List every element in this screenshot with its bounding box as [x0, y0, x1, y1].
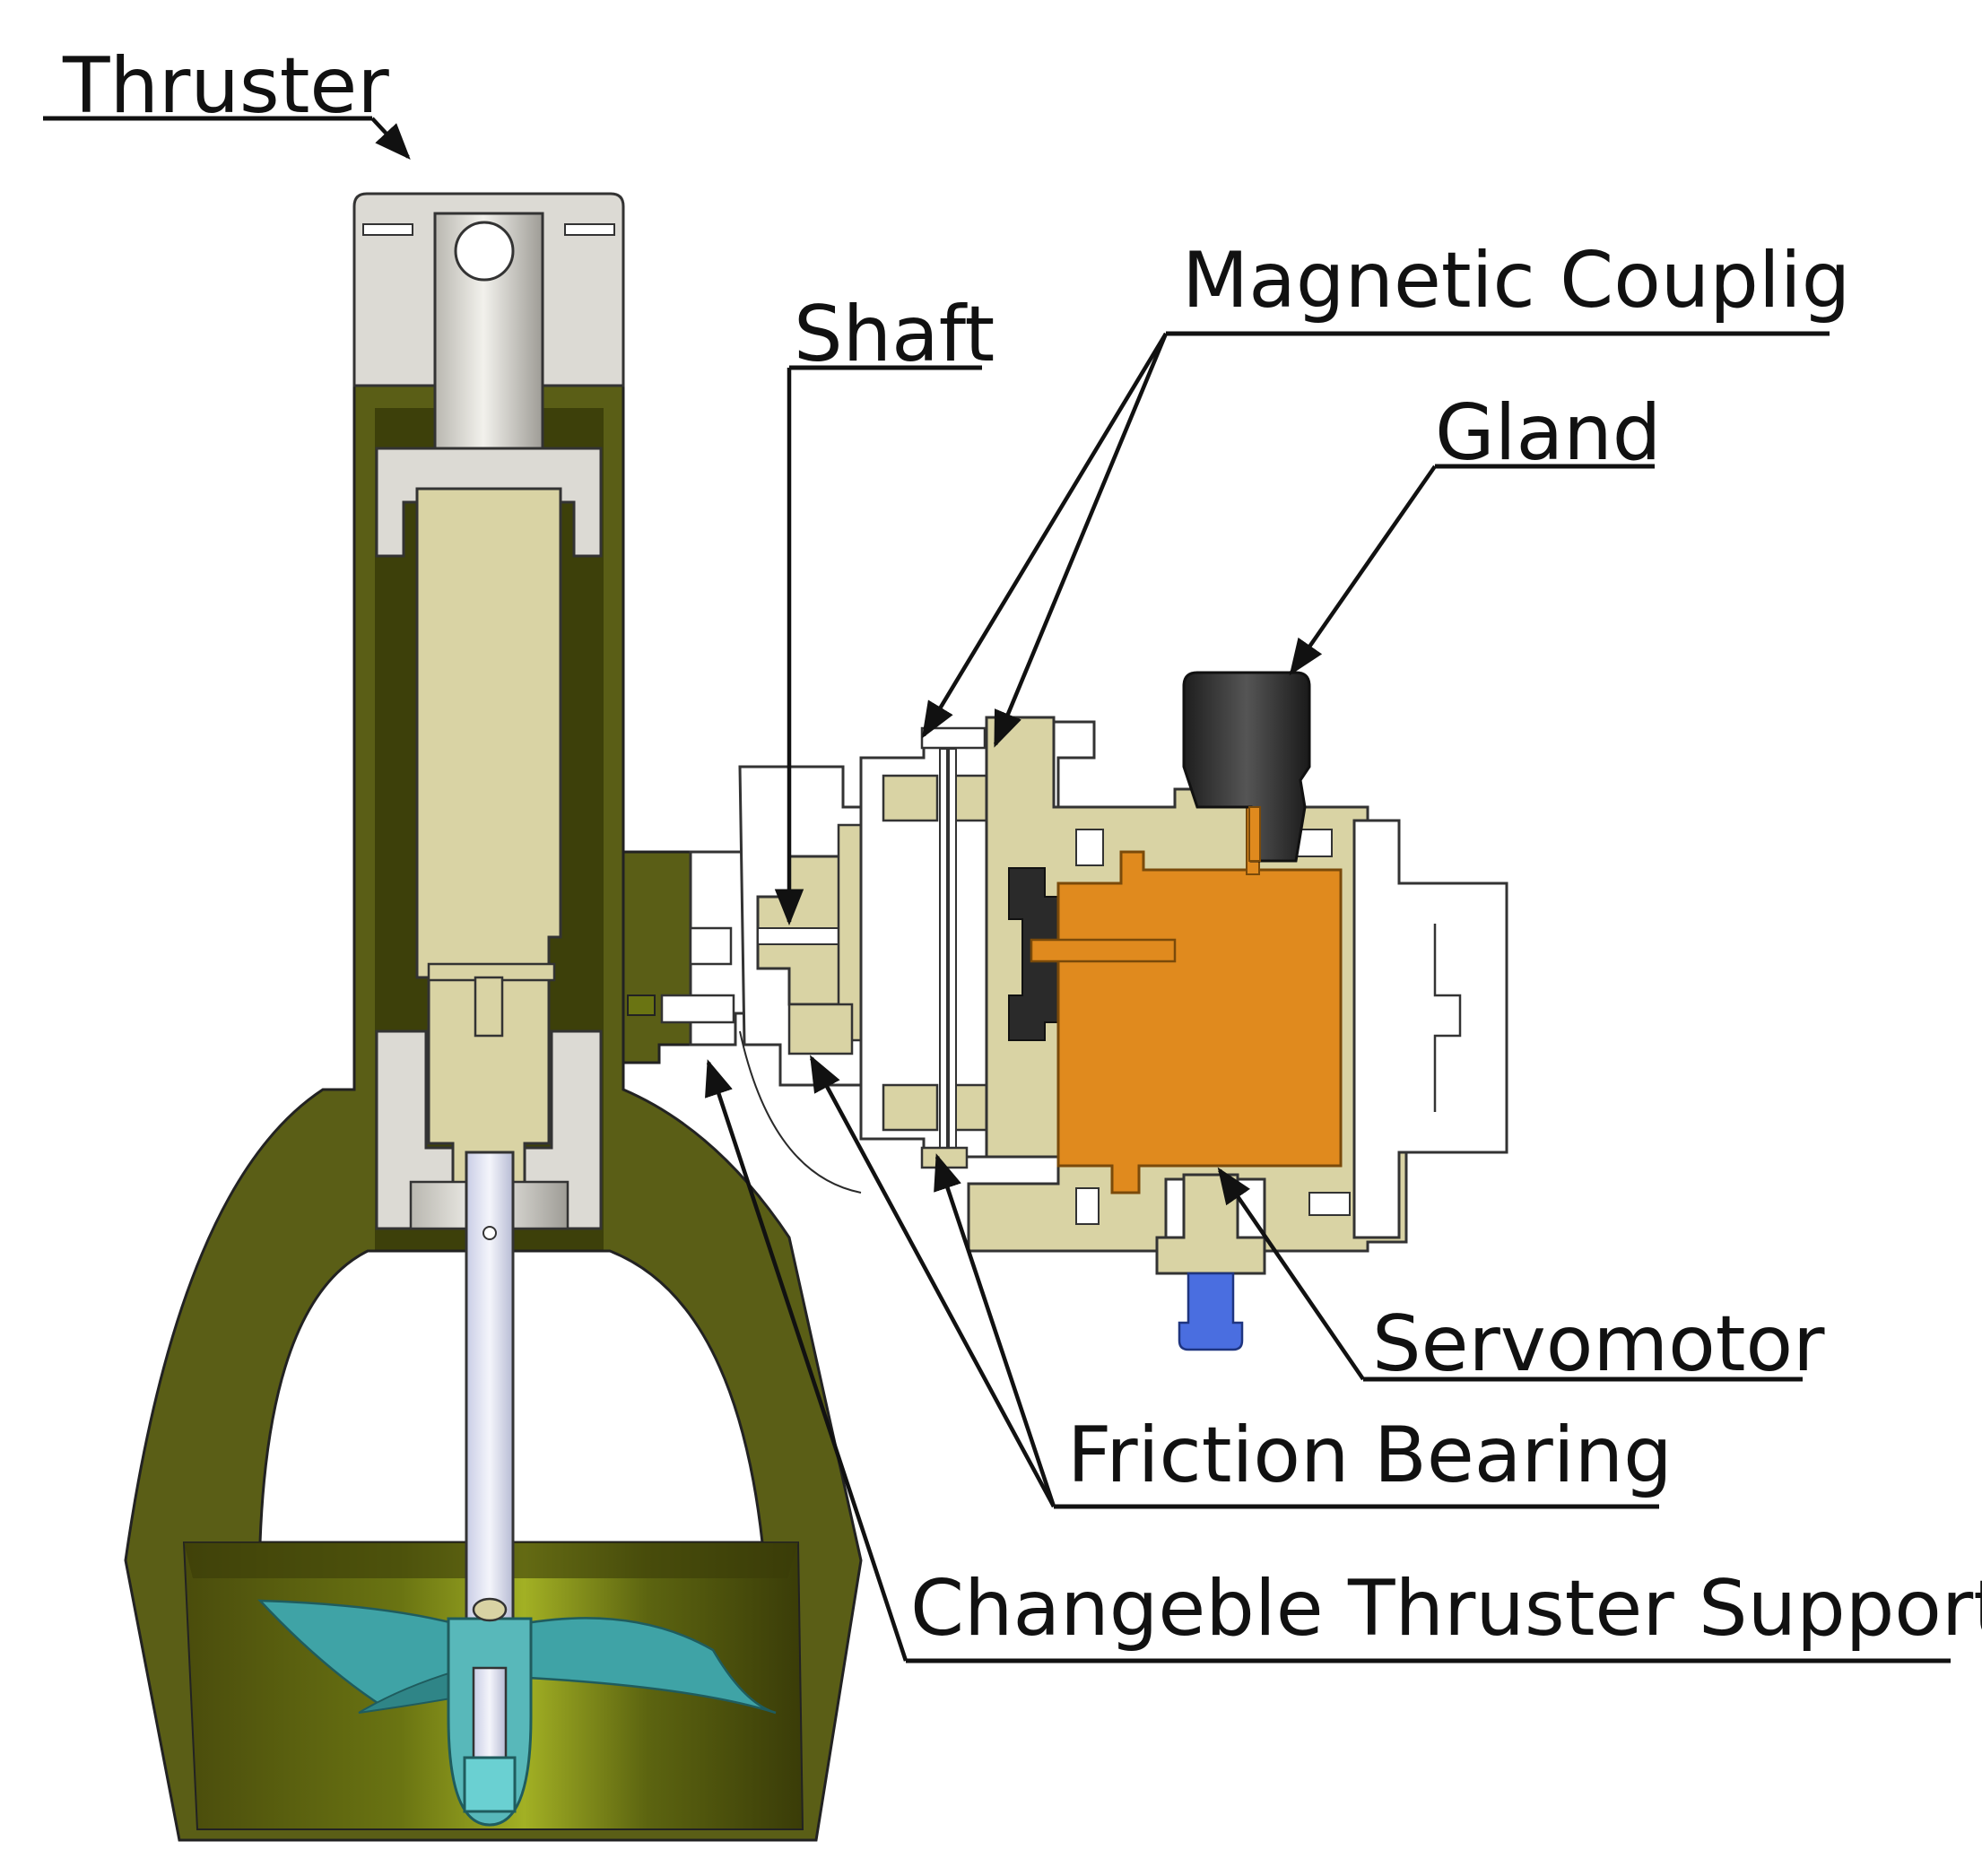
propeller-blade-left-2 [358, 1666, 473, 1714]
motor-housing-slot-2 [1295, 829, 1333, 857]
coupling-cap-bottom [920, 1146, 969, 1169]
friction-bearing-part [787, 1003, 854, 1055]
bottom-fitting-block [1155, 1173, 1266, 1275]
drive-block-key [474, 976, 504, 1038]
support-pin [627, 994, 656, 1016]
motor-housing-slot-3 [1308, 1192, 1351, 1216]
motor-housing-slot-4 [1075, 1187, 1100, 1225]
lower-bushing [375, 1029, 603, 1230]
shaft-pin [482, 1226, 497, 1240]
leader-gland [1289, 465, 1437, 676]
label-servomotor: Servomotor [1372, 1299, 1825, 1389]
label-friction-bearing: Friction Bearing [1067, 1411, 1673, 1500]
leader-coupling-2 [993, 333, 1169, 748]
blue-fitting [1178, 1272, 1244, 1351]
cap-hole [454, 221, 515, 282]
support-cable [739, 1030, 862, 1194]
propeller-blade-right [500, 1617, 777, 1715]
gland-orange-wire [1248, 806, 1261, 862]
coupling-disc-2 [948, 748, 957, 1149]
coupling-magnet-bottom-left [882, 1083, 939, 1132]
leader-thruster [370, 117, 411, 160]
support-bracket [622, 850, 692, 1064]
servomotor-body [1056, 850, 1343, 1194]
leader-bearing-2 [934, 1153, 1056, 1507]
propeller-shaft-lower [472, 1666, 508, 1759]
adapter-lip-top [689, 926, 733, 966]
label-magnetic-coupling: Magnetic Couplig [1182, 236, 1850, 326]
thruster-body [124, 192, 863, 1842]
propeller-pin [472, 1597, 508, 1622]
label-shaft: Shaft [794, 290, 995, 379]
leader-servomotor [1217, 1167, 1365, 1381]
leader-support [705, 1059, 908, 1662]
cap-slot-right [564, 223, 615, 236]
inner-drive-block [415, 487, 562, 1186]
end-cap-detail [1433, 924, 1462, 1112]
motor-housing-slot-1 [1075, 829, 1104, 866]
label-thruster: Thruster [62, 41, 389, 131]
servomotor-shaft [1030, 938, 1177, 963]
leader-coupling-1 [921, 332, 1168, 739]
coupling-motor-assembly [738, 671, 1508, 1351]
end-cap [1352, 819, 1508, 1239]
coupling-disc-1 [939, 748, 948, 1149]
leader-bearing-1 [810, 1055, 1056, 1508]
shaft-keyway [757, 927, 844, 945]
coupling-magnet-top-left [882, 774, 939, 822]
cap-slot-left [362, 223, 413, 236]
propeller-nut [463, 1756, 517, 1813]
label-gland: Gland [1435, 388, 1661, 478]
label-changeable-support: Changeble Thruster Support [910, 1564, 1982, 1654]
adapter-lip-bottom [660, 994, 735, 1024]
coupling-cap-top [920, 726, 987, 750]
